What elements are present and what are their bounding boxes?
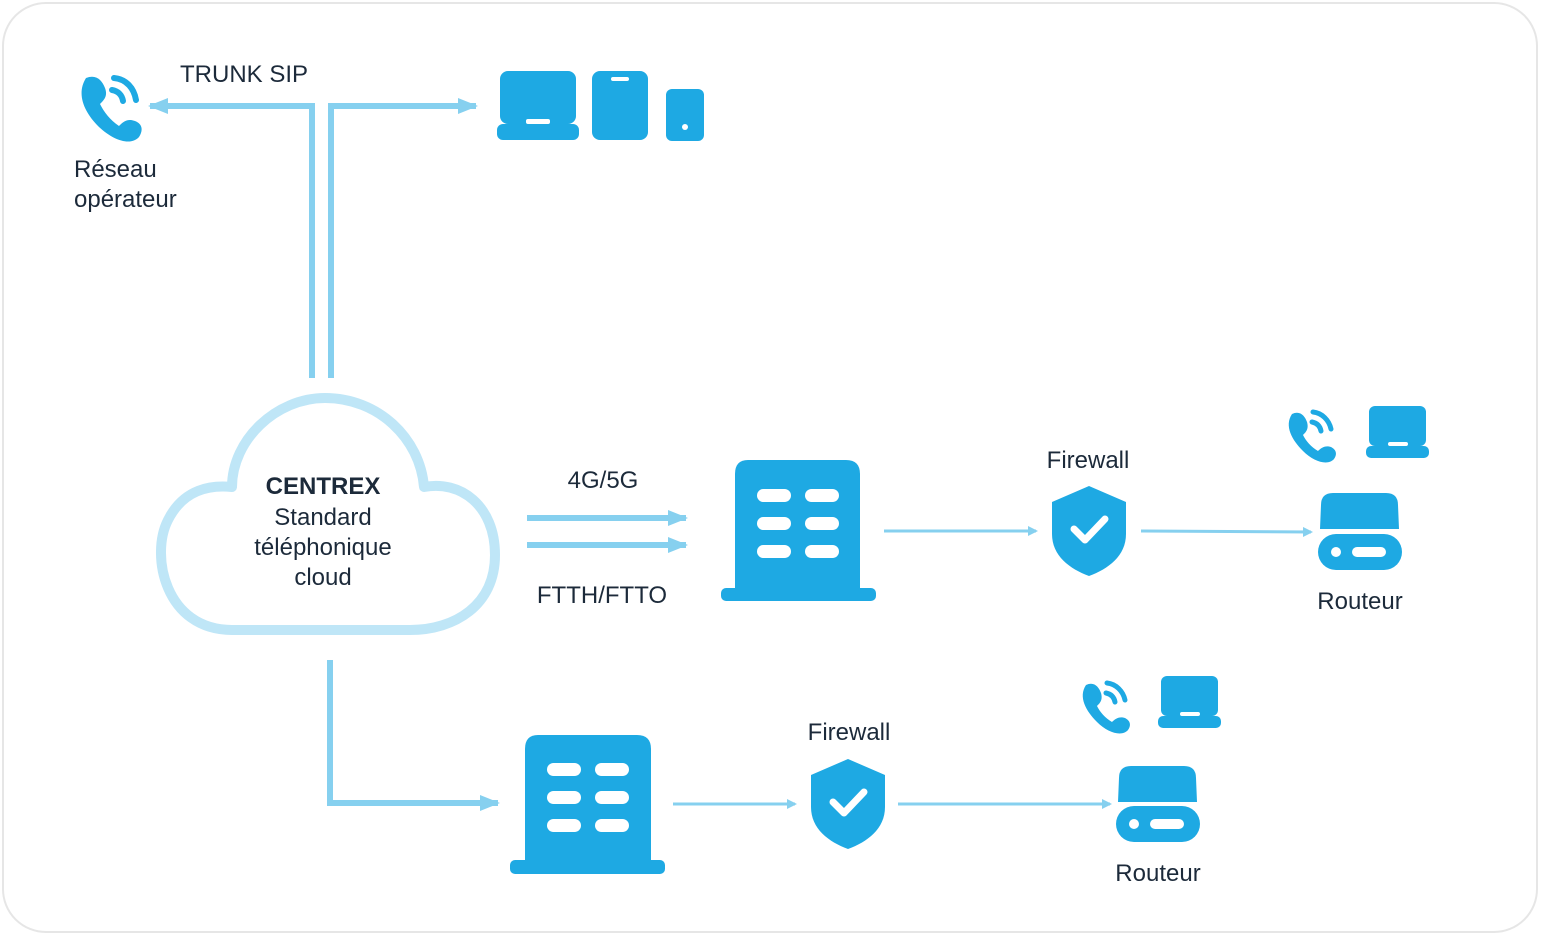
building-icon-top [721,460,876,601]
phone-signal-icon-bottom-endpoint [1082,680,1130,734]
operator-label-line2: opérateur [74,186,177,213]
firewall-bottom-label: Firewall [808,719,891,746]
router-top-label: Routeur [1317,588,1402,615]
laptop-icon-top-endpoint [1366,406,1429,458]
link-ftth-label: FTTH/FTTO [537,582,667,609]
phone-signal-icon [81,75,142,142]
router-bottom-label: Routeur [1115,860,1200,887]
link-4g5g-label: 4G/5G [568,467,639,494]
link-cloud-to-devices [328,98,478,378]
centrex-line2: Standard [274,504,371,531]
tablet-icon [592,71,648,140]
link-firewall-router-top [1140,526,1313,537]
centrex-title: CENTREX [266,473,381,500]
phone-signal-icon-top-endpoint [1288,409,1336,463]
firewall-top-label: Firewall [1047,447,1130,474]
router-icon-bottom [1116,766,1200,842]
smartphone-icon [666,89,704,141]
link-cloud-to-operator [148,98,315,378]
laptop-icon-bottom-endpoint [1158,676,1221,728]
cloud-shape [156,393,500,635]
operator-label-line1: Réseau [74,156,157,183]
trunk-sip-label: TRUNK SIP [180,61,308,88]
laptop-icon [497,71,579,140]
shield-check-icon-top [1052,486,1126,576]
router-icon-top [1318,493,1402,570]
link-cloud-to-bottom-site [327,660,500,811]
building-icon-bottom [510,735,665,874]
centrex-line4: cloud [294,564,351,591]
shield-check-icon-bottom [811,759,885,849]
centrex-line3: téléphonique [254,534,391,561]
